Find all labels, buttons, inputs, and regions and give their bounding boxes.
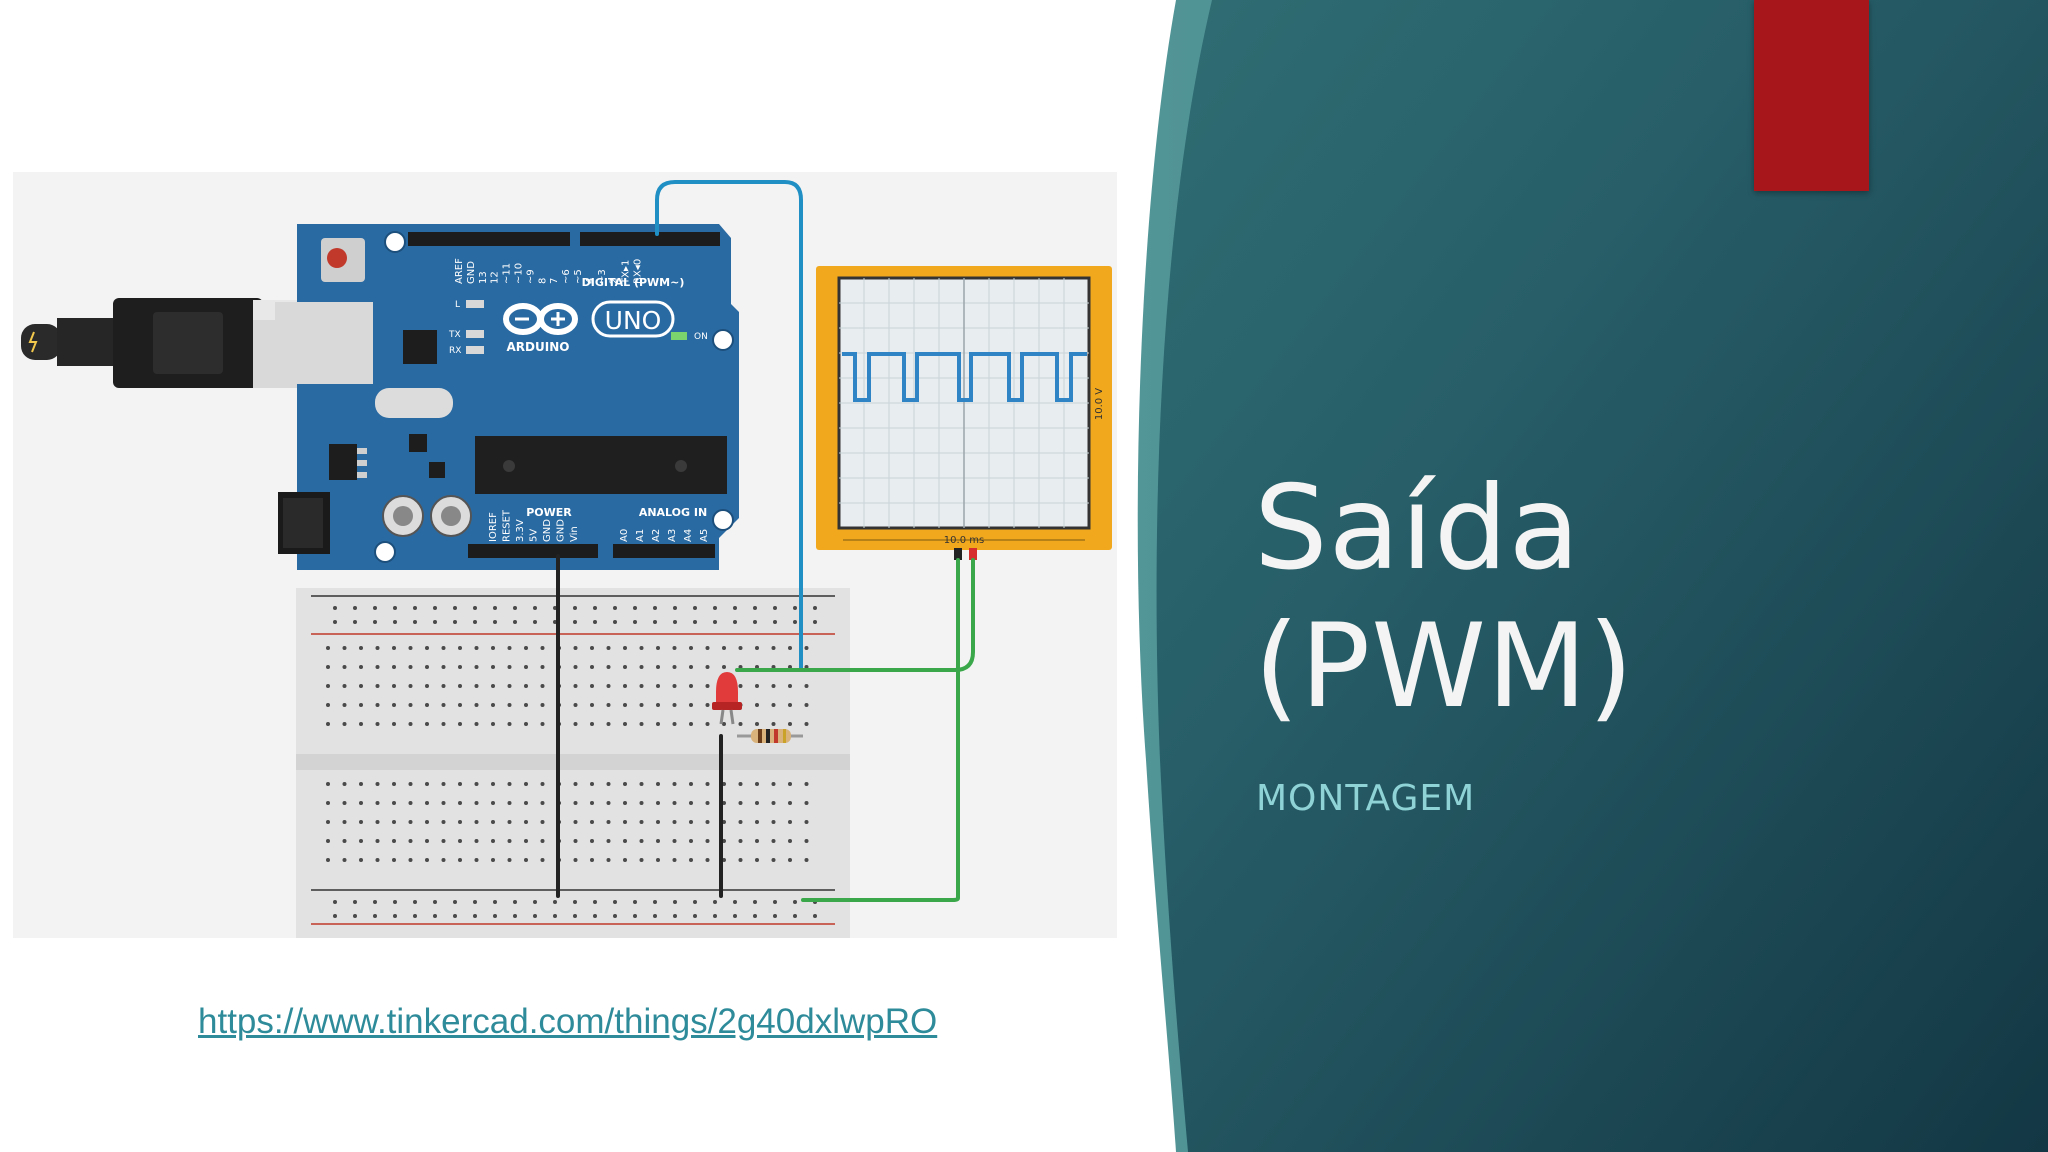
scope-volt-label: 10.0 V	[1094, 388, 1105, 420]
led	[712, 672, 742, 725]
top-pin-label-8: 7	[549, 278, 560, 284]
top-pin-label-0: AREF	[454, 258, 465, 284]
digital-label: DIGITAL (PWM~)	[582, 276, 685, 289]
analog-pin-label-3: A3	[667, 529, 678, 542]
power-pin-label-6: Vin	[569, 526, 580, 542]
top-pin-label-9: ~6	[561, 269, 572, 284]
top-pin-label-4: ~11	[502, 263, 513, 284]
tinkercad-link[interactable]: https://www.tinkercad.com/things/2g40dxl…	[198, 1002, 938, 1041]
resistor	[737, 729, 803, 743]
top-pin-label-3: 12	[490, 271, 501, 284]
led-l-label: L	[455, 300, 460, 310]
top-pin-label-2: 13	[478, 271, 489, 284]
scope-waveform	[842, 352, 1087, 402]
led-tx-label: TX	[448, 330, 461, 340]
top-pin-label-14: TX▸1	[621, 260, 632, 285]
slide-title: Saída (PWM)	[1254, 461, 1635, 734]
power-pin-label-4: GND	[542, 519, 553, 542]
power-pin-label-1: RESET	[502, 509, 513, 542]
analog-pin-labels: A0 A1 A2 A3 A4 A5	[619, 529, 710, 542]
top-pin-label-11: 4	[585, 278, 596, 284]
analog-pin-label-4: A4	[683, 529, 694, 542]
top-pin-label-6: ~9	[525, 269, 536, 284]
circuit-diagram: UNO ARDUINO DIGITAL (PWM~) POWER ANALOG …	[13, 172, 1117, 938]
accent-bar	[1754, 0, 1869, 191]
top-pin-label-1: GND	[466, 261, 477, 284]
analog-pin-label-0: A0	[619, 529, 630, 542]
power-pin-label-3: 5V	[529, 529, 540, 542]
top-pin-label-13: 2	[609, 278, 620, 284]
oscilloscope: 10.0 ms 10.0 V	[816, 266, 1112, 560]
top-pin-label-15: RX◂0	[633, 259, 644, 284]
led-rx-label: RX	[449, 346, 461, 356]
top-pin-label-7: 8	[537, 278, 548, 284]
power-label: POWER	[526, 506, 572, 519]
analog-pin-label-2: A2	[651, 529, 662, 542]
slide-subtitle: MONTAGEM	[1256, 778, 1476, 819]
on-label: ON	[694, 332, 708, 342]
top-pin-label-5: ~10	[514, 263, 525, 284]
analog-pin-label-1: A1	[635, 529, 646, 542]
top-pin-label-10: ~5	[573, 269, 584, 284]
power-pin-label-5: GND	[556, 519, 567, 542]
arduino-board: UNO ARDUINO DIGITAL (PWM~) POWER ANALOG …	[275, 224, 739, 570]
board-model: UNO	[605, 306, 662, 335]
wires	[556, 180, 975, 902]
breadboard	[296, 588, 850, 938]
arduino-logo	[503, 303, 578, 335]
scope-time-label: 10.0 ms	[944, 535, 984, 546]
analog-label: ANALOG IN	[639, 506, 707, 519]
analog-pin-label-5: A5	[699, 529, 710, 542]
top-pin-label-12: ~3	[597, 269, 608, 284]
power-pin-label-0: IOREF	[488, 512, 499, 542]
board-brand: ARDUINO	[507, 340, 570, 354]
power-pin-label-2: 3.3V	[515, 519, 526, 542]
